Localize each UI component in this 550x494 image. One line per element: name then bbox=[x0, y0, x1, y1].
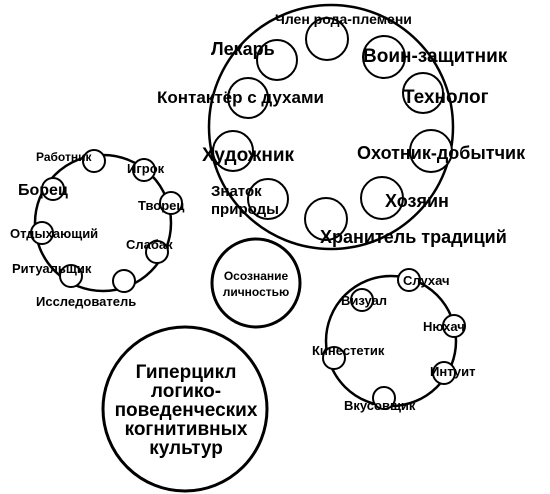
left-node-creator bbox=[159, 191, 183, 215]
title-line-3: поведенческих bbox=[115, 400, 258, 421]
center-label-2: личностью bbox=[223, 285, 290, 299]
self-awareness-circle bbox=[210, 237, 302, 329]
label-artist: Художник bbox=[202, 145, 295, 166]
label-tradition-keeper: Хранитель традиций bbox=[320, 227, 507, 247]
label-smeller: Нюхач bbox=[423, 319, 465, 334]
label-master: Хозяин bbox=[385, 191, 449, 211]
big-node-spirit-contactor bbox=[227, 77, 269, 119]
left-node-rester bbox=[30, 221, 54, 245]
left-node-weakling bbox=[145, 240, 169, 264]
big-cycle: Член рода-племени Воин-защитник Технолог… bbox=[157, 3, 526, 251]
right-node-listener bbox=[397, 268, 421, 292]
label-warrior: Воин-защитник bbox=[363, 46, 508, 67]
label-spirit-contactor: Контактёр с духами bbox=[157, 88, 324, 107]
big-node-hunter bbox=[409, 129, 453, 173]
right-node-kinesthetic bbox=[322, 346, 346, 370]
title-line-1: Гиперцикл bbox=[136, 362, 237, 383]
label-fighter: Борец bbox=[18, 182, 68, 199]
big-node-clan-member bbox=[305, 17, 349, 61]
big-node-tradition-keeper bbox=[304, 197, 348, 241]
label-healer: Лекарь bbox=[211, 39, 275, 59]
big-node-master bbox=[360, 176, 404, 220]
label-taster: Вкусовщик bbox=[344, 398, 416, 413]
label-creator: Творец bbox=[138, 198, 184, 213]
label-listener: Слухач bbox=[403, 273, 450, 288]
label-rester: Отдыхающий bbox=[10, 226, 98, 241]
left-node-player bbox=[132, 158, 156, 182]
label-intuit: Интуит bbox=[430, 364, 475, 379]
label-player: Игрок bbox=[127, 161, 165, 176]
left-cycle: Работник Игрок Творец Слабак Исследовате… bbox=[10, 149, 184, 309]
title-ring bbox=[101, 325, 269, 493]
big-cycle-ring bbox=[207, 3, 455, 251]
big-node-technologist bbox=[402, 72, 444, 114]
label-ritualist: Ритуальщик bbox=[12, 261, 92, 276]
label-nature-expert-1: Знаток bbox=[211, 183, 262, 200]
big-node-artist bbox=[212, 130, 254, 172]
left-node-explorer bbox=[112, 269, 136, 293]
right-cycle: Слухач Нюхач Интуит Вкусовщик Кинестетик… bbox=[312, 268, 475, 413]
right-node-visual bbox=[350, 288, 374, 312]
center-node: Осознание личностью bbox=[210, 237, 302, 329]
label-clan-member: Член рода-племени bbox=[275, 11, 412, 27]
right-node-taster bbox=[372, 386, 396, 410]
label-hunter: Охотник-добытчик bbox=[357, 143, 526, 163]
label-worker: Работник bbox=[36, 150, 92, 164]
label-weakling: Слабак bbox=[126, 237, 173, 252]
right-node-intuit bbox=[432, 361, 456, 385]
left-node-worker bbox=[82, 149, 106, 173]
label-technologist: Технолог bbox=[403, 87, 489, 108]
label-nature-expert-2: природы bbox=[211, 201, 279, 218]
label-explorer: Исследователь bbox=[36, 294, 136, 309]
title-line-5: культур bbox=[149, 438, 223, 459]
right-node-smeller bbox=[442, 314, 466, 338]
left-node-fighter bbox=[41, 177, 65, 201]
title-line-2: логико- bbox=[151, 381, 221, 402]
title-circle: Гиперцикл логико- поведенческих когнитив… bbox=[101, 325, 269, 493]
title-line-4: когнитивных bbox=[125, 419, 248, 440]
big-node-warrior bbox=[362, 35, 406, 79]
big-node-healer bbox=[256, 39, 298, 81]
center-label-1: Осознание bbox=[224, 269, 289, 283]
label-kinesthetic: Кинестетик bbox=[312, 343, 385, 358]
left-node-ritualist bbox=[59, 264, 83, 288]
label-visual: Визуал bbox=[341, 293, 387, 308]
big-node-nature-expert bbox=[247, 178, 289, 220]
